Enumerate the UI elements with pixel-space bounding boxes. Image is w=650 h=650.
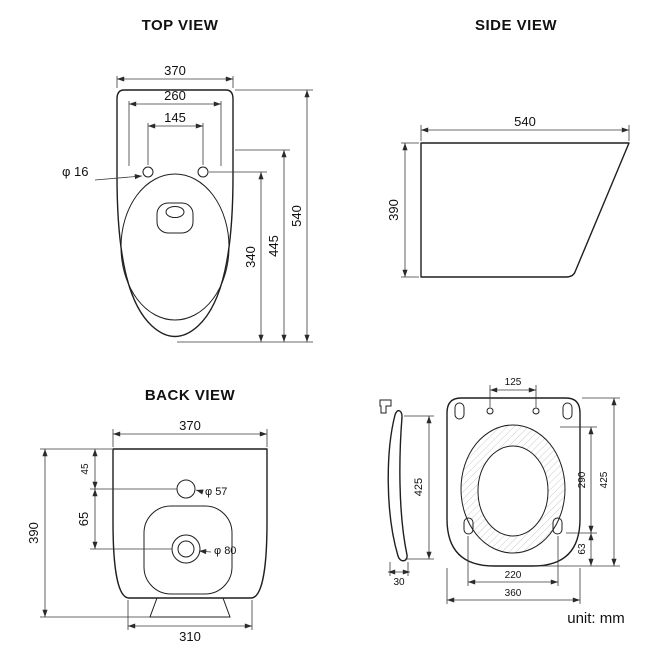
- dim-label-top-inner-width: 260: [164, 88, 186, 103]
- dim-back-height: 390: [26, 448, 150, 618]
- dim-seat-tail-length: 63: [540, 533, 620, 567]
- unit-label: unit: mm: [567, 610, 625, 627]
- dim-side-height: 390: [386, 142, 419, 278]
- seat-hinge-slot-right: [562, 402, 573, 420]
- waste-outlet-hole: [171, 534, 201, 564]
- dim-top-hole-diameter: φ 16: [62, 164, 143, 181]
- back-view: BACK VIEW φ 57 φ 80 370 45 65: [26, 387, 268, 644]
- waste-outlet-hole-inner: [177, 540, 195, 558]
- side-view-title: SIDE VIEW: [475, 17, 557, 34]
- dim-label-top-overall-width: 370: [164, 63, 186, 78]
- dim-back-base-width: 310: [127, 600, 253, 644]
- toilet-body-outline: [116, 89, 234, 338]
- dim-top-inner-width: 260: [128, 88, 222, 166]
- seat-hinge-damper: [379, 399, 392, 414]
- seat-mount-hole-right: [197, 166, 209, 178]
- dim-label-seat-side-thickness: 30: [393, 577, 405, 588]
- flush-outlet: [156, 202, 194, 234]
- dim-back-outlet-diameter: φ 80: [198, 545, 236, 557]
- bowl-rim: [120, 173, 230, 321]
- dim-seat-overall-length: 425: [582, 397, 620, 566]
- toilet-back-outline: [112, 448, 268, 599]
- dim-label-top-length-to-holes: 445: [266, 235, 281, 257]
- seat-ring-inner: [477, 445, 549, 537]
- top-view-title: TOP VIEW: [142, 17, 219, 34]
- dim-label-seat-tail-length: 63: [577, 543, 588, 555]
- dim-seat-side-thickness: 30: [388, 562, 410, 588]
- back-view-title: BACK VIEW: [145, 387, 236, 404]
- dim-label-seat-bumper-spacing: 220: [505, 570, 522, 581]
- dim-label-seat-overall-width: 360: [505, 588, 522, 599]
- top-view: TOP VIEW 370 260 145 φ 16: [62, 17, 313, 343]
- dim-back-inlet-offset: 45: [80, 449, 177, 490]
- dim-top-bowl-length: 340: [209, 171, 267, 342]
- mounting-plate: [143, 505, 233, 595]
- dim-back-outlet-offset: 65: [76, 489, 172, 550]
- water-inlet-hole: [176, 479, 196, 499]
- dim-label-seat-hinge-hole-spacing: 125: [505, 377, 522, 388]
- seat-hinge-slot-left: [454, 402, 465, 420]
- dim-label-back-inlet-diameter: φ 57: [205, 486, 227, 498]
- dim-label-back-outlet-offset: 65: [76, 512, 91, 526]
- dim-label-side-height: 390: [386, 199, 401, 221]
- dim-label-back-height: 390: [26, 522, 41, 544]
- seat-mount-hole-left: [142, 166, 154, 178]
- dim-top-overall-width: 370: [116, 63, 234, 88]
- flush-outlet-hole: [165, 206, 185, 218]
- dim-side-length: 540: [420, 114, 630, 141]
- dim-label-seat-side-length: 425: [413, 478, 425, 496]
- seat-top-outline: [446, 397, 581, 567]
- dim-seat-hinge-hole-spacing: 125: [489, 377, 537, 407]
- toilet-side-outline: [420, 142, 630, 278]
- seat-bumper-slot-right: [552, 517, 563, 535]
- dim-label-top-overall-length: 540: [289, 205, 304, 227]
- dim-label-back-outlet-diameter: φ 80: [214, 545, 236, 557]
- dim-seat-opening-length: 290: [560, 426, 597, 534]
- dim-label-back-top-width: 370: [179, 418, 201, 433]
- seat-side-silhouette: [387, 410, 408, 562]
- seat-cover-views: 30 425 125 290 63: [379, 377, 620, 604]
- dim-seat-bumper-spacing: 220: [467, 536, 559, 586]
- dim-label-top-hole-spacing: 145: [164, 110, 186, 125]
- dim-label-seat-opening-length: 290: [577, 471, 588, 488]
- dim-label-back-inlet-offset: 45: [80, 463, 91, 475]
- dim-label-top-bowl-length: 340: [243, 246, 258, 268]
- seat-fixing-hole-right: [532, 407, 540, 415]
- seat-bumper-slot-left: [463, 517, 474, 535]
- dim-back-top-width: 370: [112, 418, 268, 447]
- seat-fixing-hole-left: [486, 407, 494, 415]
- dim-label-seat-overall-length: 425: [599, 471, 610, 488]
- dim-top-length-to-holes: 445: [235, 149, 290, 342]
- toilet-base-skirt: [149, 597, 231, 618]
- dim-top-hole-spacing: 145: [147, 110, 204, 165]
- dim-back-inlet-diameter: φ 57: [195, 486, 227, 498]
- dim-label-back-base-width: 310: [179, 629, 201, 644]
- dim-top-overall-length: 540: [235, 89, 313, 342]
- side-view: SIDE VIEW 540 390: [386, 17, 630, 278]
- dim-seat-side-length: 425: [404, 415, 434, 560]
- dim-label-side-length: 540: [514, 114, 536, 129]
- dim-label-top-hole-diameter: φ 16: [62, 164, 89, 179]
- dim-seat-overall-width: 360: [446, 568, 581, 604]
